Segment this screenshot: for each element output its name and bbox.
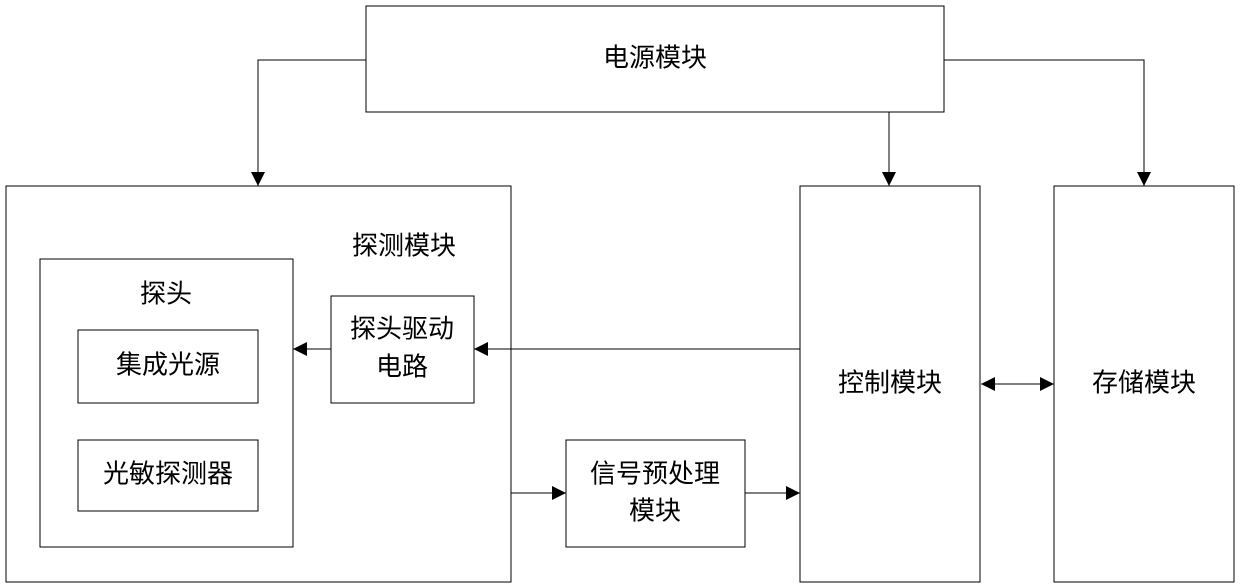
- arrow-power-to-storage: [944, 60, 1144, 186]
- arrow-power-to-detect: [258, 60, 366, 186]
- probe-driver-label-line1: 探头驱动: [350, 315, 454, 345]
- signal-preprocess-box: [566, 440, 745, 547]
- photodetector-label: 光敏探测器: [103, 460, 233, 490]
- probe-label: 探头: [140, 280, 192, 310]
- photodetector: 光敏探测器: [78, 440, 258, 511]
- light-source-label: 集成光源: [116, 351, 220, 381]
- signal-preprocess-label-line1: 信号预处理: [590, 460, 720, 490]
- detect-module-label: 探测模块: [352, 232, 456, 262]
- storage-module: 存储模块: [1054, 186, 1234, 582]
- probe-driver-box: [331, 296, 474, 403]
- power-module-label: 电源模块: [603, 44, 707, 74]
- storage-module-label: 存储模块: [1092, 369, 1196, 399]
- control-module: 控制模块: [800, 186, 980, 582]
- light-source: 集成光源: [78, 330, 258, 403]
- power-module: 电源模块: [366, 6, 944, 112]
- signal-preprocess-module: 信号预处理 模块: [566, 440, 745, 547]
- probe-driver-label-line2: 电路: [376, 353, 428, 383]
- probe-driver: 探头驱动 电路: [331, 296, 474, 403]
- signal-preprocess-label-line2: 模块: [629, 497, 681, 527]
- control-module-label: 控制模块: [838, 369, 942, 399]
